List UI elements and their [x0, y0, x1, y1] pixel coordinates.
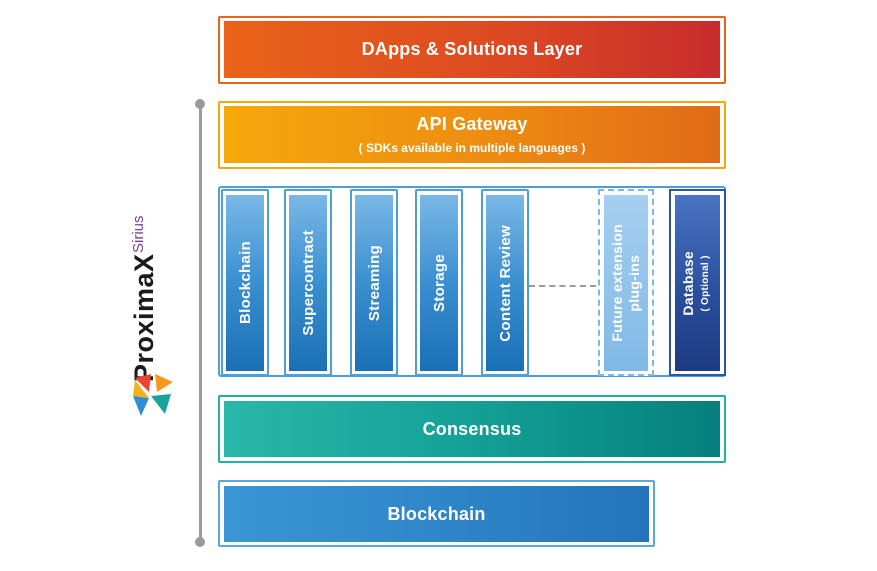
- future-plugins-line1: Future extension: [609, 224, 625, 342]
- bracket-top-dot: [195, 99, 205, 109]
- future-plugins-module: Future extension plug-ins: [604, 195, 648, 371]
- database-label: Database: [680, 250, 696, 316]
- blockchain-base-layer: Blockchain: [224, 486, 649, 542]
- proximax-logo-icon: [133, 374, 173, 416]
- bracket-bottom-dot: [195, 537, 205, 547]
- brand-name-text: Proxima: [129, 271, 159, 382]
- future-plugins-label: Future extension plug-ins: [609, 224, 643, 342]
- module-content-review-label: Content Review: [496, 224, 514, 342]
- module-blockchain: Blockchain: [226, 195, 264, 371]
- api-gateway-title: API Gateway: [416, 114, 528, 134]
- module-blockchain-label: Blockchain: [236, 241, 254, 325]
- dapps-layer-title: DApps & Solutions Layer: [361, 39, 583, 59]
- brand-name: ProximaX: [129, 253, 159, 382]
- dapps-layer: DApps & Solutions Layer: [224, 21, 720, 78]
- dashed-connector: [529, 285, 596, 287]
- blockchain-base-title: Blockchain: [387, 503, 486, 524]
- consensus-title: Consensus: [422, 418, 522, 439]
- database-label-group: Database ( Optional ): [680, 251, 715, 316]
- brand-wordmark: ProximaX Sirius: [129, 216, 159, 382]
- module-streaming: Streaming: [355, 195, 393, 371]
- future-plugins-line2: plug-ins: [626, 254, 642, 312]
- bracket-line: [199, 104, 202, 544]
- brand-product: Sirius: [130, 215, 147, 254]
- module-supercontract: Supercontract: [289, 195, 327, 371]
- module-streaming-label: Streaming: [365, 244, 383, 322]
- database-module: Database ( Optional ): [675, 195, 720, 371]
- database-note: ( Optional ): [700, 254, 711, 312]
- module-content-review: Content Review: [486, 195, 524, 371]
- consensus-layer: Consensus: [224, 401, 720, 457]
- brand-name-x: X: [129, 253, 159, 272]
- module-storage: Storage: [420, 195, 458, 371]
- module-supercontract-label: Supercontract: [299, 230, 317, 336]
- api-gateway-subtitle: ( SDKs available in multiple languages ): [358, 141, 586, 155]
- module-storage-label: Storage: [430, 254, 448, 312]
- api-gateway-layer: API Gateway ( SDKs available in multiple…: [224, 106, 720, 163]
